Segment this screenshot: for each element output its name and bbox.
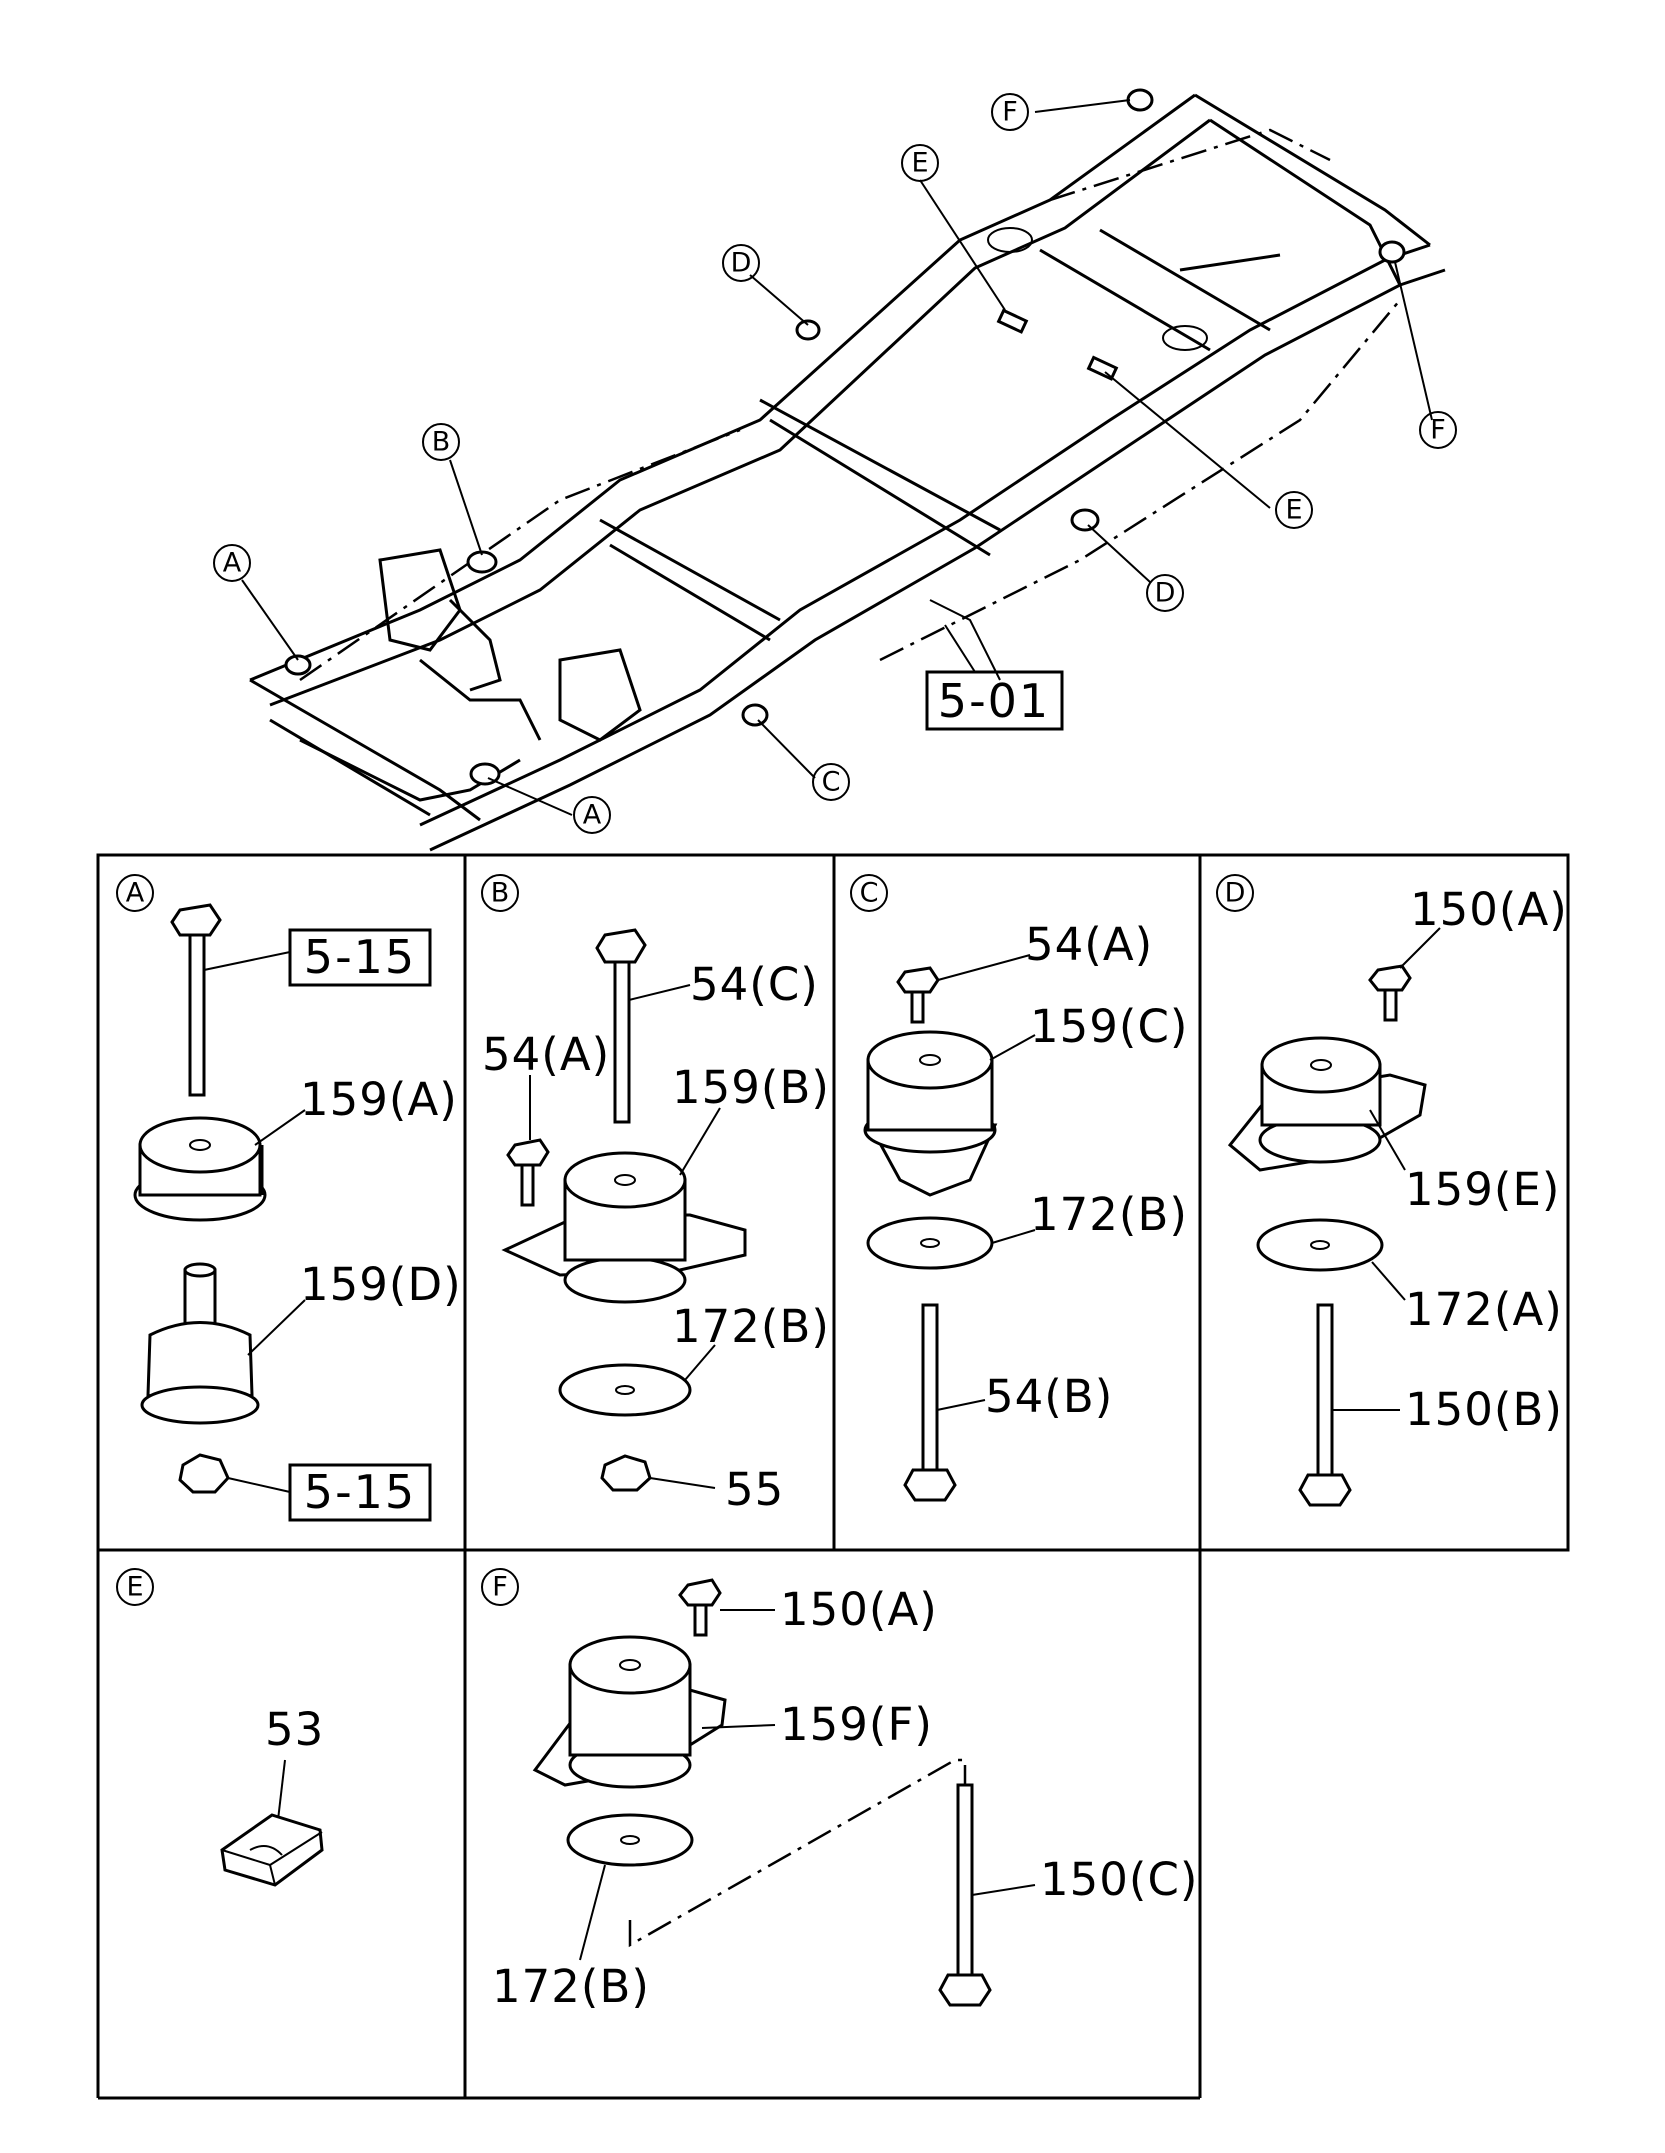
panel-a: A 5-15 159(A) 159(D) 5-15 (116, 874, 462, 1522)
panel-b: B 54(C) 54(A) 159(B) 172(B) 55 (481, 874, 830, 1516)
callout-d-right: D (1146, 574, 1184, 612)
svg-text:F: F (492, 1572, 508, 1603)
callout-c: C (812, 763, 850, 801)
panel-f: F 150(A) 159(F) 172(B) 150(C) (481, 1568, 1198, 2013)
svg-text:A: A (126, 878, 145, 909)
callout-f-top: F (991, 93, 1029, 131)
svg-text:150(A): 150(A) (1410, 883, 1568, 936)
svg-text:54(A): 54(A) (482, 1028, 610, 1081)
svg-text:E: E (1285, 495, 1302, 526)
panel-d: D 150(A) 159(E) 172(A) 150(B) (1216, 874, 1568, 1507)
svg-text:150(B): 150(B) (1405, 1383, 1563, 1436)
svg-text:D: D (1225, 878, 1246, 909)
svg-text:150(A): 150(A) (780, 1583, 938, 1636)
callout-f-right: F (1419, 411, 1457, 449)
svg-text:C: C (822, 767, 841, 798)
svg-text:159(F): 159(F) (780, 1698, 933, 1751)
svg-text:F: F (1002, 97, 1018, 128)
callout-a-front-right: A (573, 796, 611, 834)
frame-ref-box: 5-01 (925, 624, 1064, 731)
svg-text:A: A (583, 800, 602, 831)
svg-text:54(A): 54(A) (1025, 918, 1153, 971)
svg-text:5-15: 5-15 (304, 930, 416, 984)
svg-text:159(B): 159(B) (672, 1061, 830, 1114)
svg-text:55: 55 (725, 1463, 784, 1516)
panel-c: C 54(A) 159(C) 172(B) 54(B) (850, 874, 1188, 1502)
svg-text:172(A): 172(A) (1405, 1283, 1563, 1336)
callout-a-front-left: A (213, 544, 251, 582)
svg-text:53: 53 (265, 1703, 324, 1756)
svg-text:172(B): 172(B) (672, 1300, 830, 1353)
callout-b: B (422, 423, 460, 461)
overview-leaders (241, 99, 1433, 816)
svg-text:A: A (223, 548, 242, 579)
svg-text:B: B (432, 427, 451, 458)
overview-callouts: A A B C D D E E F F (213, 93, 1457, 834)
callout-e-top: E (901, 144, 939, 182)
svg-text:B: B (491, 878, 510, 909)
svg-text:C: C (860, 878, 879, 909)
svg-text:D: D (1155, 578, 1176, 609)
callout-e-right: E (1275, 491, 1313, 529)
svg-text:159(C): 159(C) (1030, 1000, 1188, 1053)
svg-text:172(B): 172(B) (1030, 1188, 1188, 1241)
svg-text:159(A): 159(A) (300, 1073, 458, 1126)
svg-text:54(B): 54(B) (985, 1370, 1113, 1423)
svg-text:159(D): 159(D) (300, 1258, 462, 1311)
svg-text:5-15: 5-15 (304, 1465, 416, 1519)
chassis-frame-drawing (249, 88, 1446, 852)
panel-grid (96, 853, 1570, 2100)
svg-text:150(C): 150(C) (1040, 1853, 1198, 1906)
panel-e: E 53 (116, 1568, 324, 1887)
svg-text:F: F (1430, 415, 1446, 446)
svg-text:D: D (731, 248, 752, 279)
svg-text:172(B): 172(B) (492, 1960, 650, 2013)
svg-text:5-01: 5-01 (938, 674, 1050, 728)
svg-text:54(C): 54(C) (690, 958, 819, 1011)
svg-text:E: E (911, 148, 928, 179)
svg-text:E: E (126, 1572, 143, 1603)
callout-d-left: D (722, 244, 760, 282)
svg-text:159(E): 159(E) (1405, 1163, 1560, 1216)
